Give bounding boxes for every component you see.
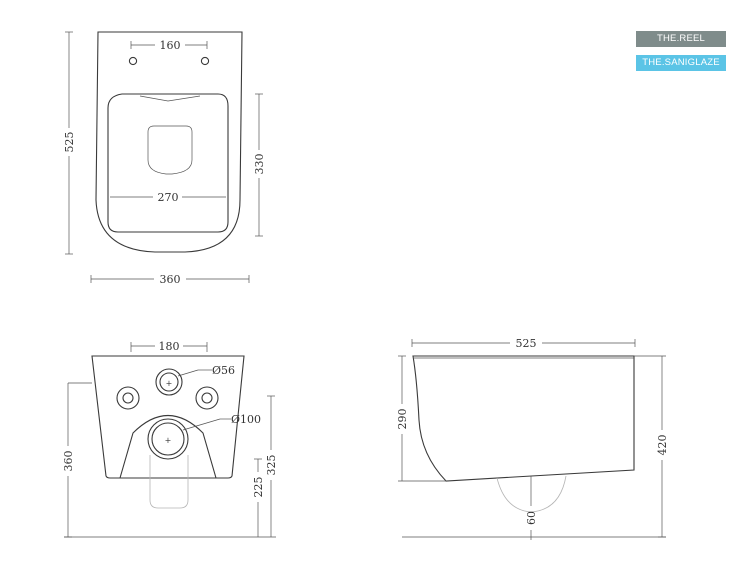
rear-view-pan-ghost — [149, 455, 189, 509]
dim-label-inlet-diameter: Ø56 — [212, 364, 235, 377]
brand-badge-saniglaze: THE.SANIGLAZE — [636, 55, 726, 71]
rear-view-fixing-ring-left — [116, 386, 140, 410]
side-view-pan-ghost — [496, 475, 567, 513]
rear-view-outlet-inner — [151, 422, 185, 456]
side-view: 525 290 420 60 — [396, 337, 669, 540]
top-view-fixing-hole-right — [200, 56, 210, 66]
rear-view: + + 180 Ø56 Ø100 360 225 — [62, 340, 278, 538]
dim-label-height: 360 — [62, 451, 75, 472]
dim-label-total-width: 360 — [160, 273, 181, 286]
top-view-outline — [95, 31, 243, 253]
dim-label-inner-width: 270 — [158, 191, 179, 204]
dim-label-fixing-spacing: 160 — [160, 39, 181, 52]
dim-label-inlet-height: 325 — [265, 455, 278, 476]
rear-view-inlet-outer — [155, 368, 183, 396]
rear-view-inlet-inner — [159, 372, 179, 392]
leader-line — [177, 369, 199, 377]
top-view: 160 525 270 330 360 — [63, 31, 266, 286]
rear-view-fixing-ring-right — [195, 386, 219, 410]
dim-label-outlet-height: 225 — [252, 477, 265, 498]
rear-view-fixing-ring-right-inner — [201, 392, 213, 404]
dim-label-outlet-diameter: Ø100 — [231, 413, 261, 426]
dim-label-length: 525 — [516, 337, 537, 350]
top-view-front-lip — [139, 95, 201, 102]
top-view-fixing-hole-left — [128, 56, 138, 66]
dim-label-outlet-offset: 60 — [525, 511, 538, 525]
dim-label-inner-length: 330 — [253, 154, 266, 175]
top-view-inner-well — [147, 125, 193, 175]
rear-view-outline — [91, 355, 245, 479]
dim-label-inlet-spacing: 180 — [159, 340, 180, 353]
rear-view-fixing-ring-left-inner — [122, 392, 134, 404]
dim-label-front-height: 290 — [396, 409, 409, 430]
cross-mark: + — [165, 436, 172, 445]
rear-view-outlet-outer — [147, 418, 189, 460]
leader-line — [182, 418, 221, 431]
cross-mark: + — [166, 379, 173, 388]
top-view-inner-rim — [107, 93, 229, 233]
rear-view-arch — [119, 414, 217, 479]
dim-label-rear-height: 420 — [656, 435, 669, 456]
side-view-outline — [412, 355, 635, 482]
brand-badge-reel: THE.REEL — [636, 31, 726, 47]
dim-label-total-length: 525 — [63, 132, 76, 153]
